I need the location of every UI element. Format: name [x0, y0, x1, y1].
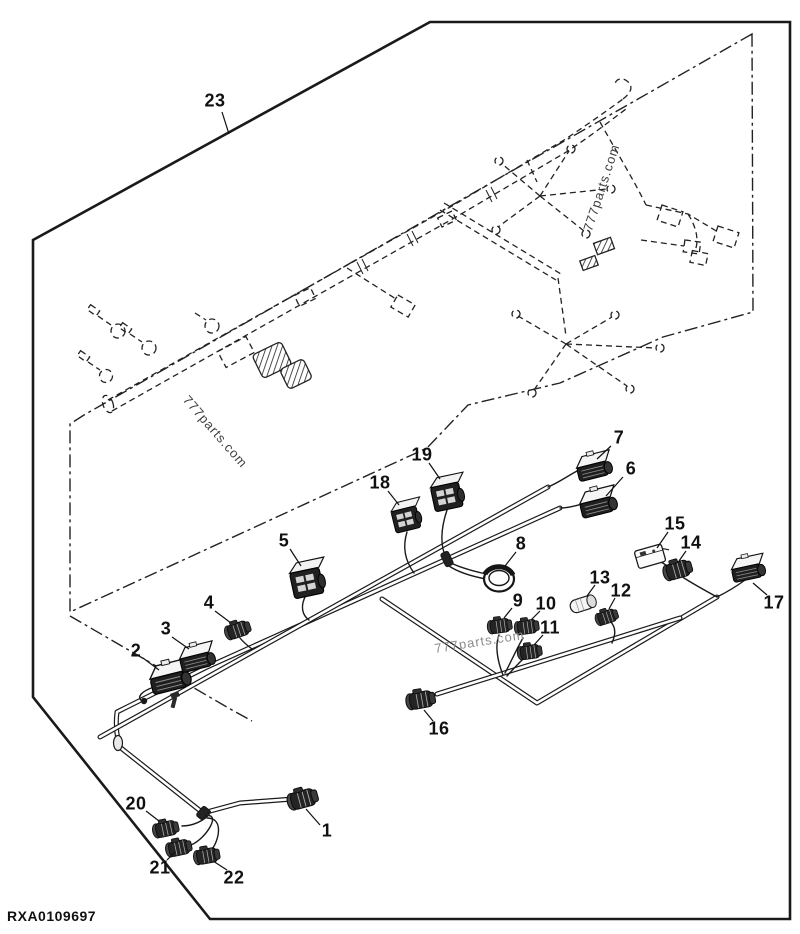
callout-10: 10 — [535, 593, 557, 614]
branch-star-2 — [511, 309, 665, 398]
cable-tie-ticks — [356, 186, 498, 275]
callout-9: 9 — [512, 590, 524, 611]
connector-19 — [428, 471, 471, 513]
callout-22: 22 — [223, 867, 245, 888]
junction-block — [216, 335, 256, 369]
connector-22 — [191, 843, 222, 866]
wire-9 — [496, 634, 504, 676]
connector-1 — [283, 783, 321, 812]
outer-border — [31, 20, 792, 921]
callout-11: 11 — [539, 617, 561, 638]
callout-5: 5 — [278, 530, 290, 551]
connector-21 — [163, 834, 194, 859]
callout-14: 14 — [680, 532, 702, 553]
branch-star-1 — [491, 144, 616, 239]
connector-13 — [568, 593, 599, 615]
wire-17 — [716, 579, 746, 598]
callout-1: 1 — [321, 820, 333, 841]
wire-4 — [239, 637, 253, 650]
drawing-number: RXA0109697 — [7, 908, 97, 924]
connector-17 — [728, 549, 769, 584]
callout-4: 4 — [203, 592, 215, 613]
wire-19 — [441, 509, 448, 559]
connector-12 — [592, 604, 621, 628]
connector-18 — [388, 496, 428, 534]
callout-8: 8 — [515, 533, 527, 554]
callout-23: 23 — [204, 90, 226, 111]
callout-17: 17 — [763, 592, 785, 613]
upper-harness-23 — [76, 78, 740, 414]
ring-fitting-icons — [76, 303, 220, 384]
junction-wrap — [440, 550, 454, 568]
callout-12: 12 — [610, 580, 632, 601]
phantom-panel-outline — [69, 32, 754, 722]
pigtail-22 — [206, 817, 220, 850]
wire-10 — [504, 637, 524, 674]
pigtail-21 — [190, 815, 214, 846]
connector-7 — [572, 446, 616, 483]
phantom-lower-bracket — [69, 615, 253, 722]
trunk-hook-end — [614, 78, 632, 100]
junction-wrap-2 — [196, 805, 210, 821]
connector-5 — [287, 556, 332, 600]
callout-20: 20 — [125, 793, 147, 814]
callout-leader-lines — [142, 111, 768, 871]
wire-18 — [404, 531, 415, 574]
callout-7: 7 — [613, 427, 625, 448]
screw-pin — [170, 691, 180, 709]
callout-18: 18 — [369, 472, 391, 493]
hatched-connector — [252, 342, 312, 389]
wire-2 — [138, 686, 155, 702]
wire-14 — [683, 577, 718, 598]
wire-12 — [609, 620, 616, 644]
callout-3: 3 — [160, 618, 172, 639]
callout-2: 2 — [130, 640, 142, 661]
callout-13: 13 — [589, 567, 611, 588]
trunk-tail-cap — [101, 394, 115, 414]
callout-6: 6 — [625, 458, 637, 479]
lower-harness-wires — [138, 470, 746, 850]
callout-16: 16 — [428, 718, 450, 739]
callout-21: 21 — [149, 857, 171, 878]
right-branches — [578, 121, 740, 272]
connector-16 — [403, 685, 437, 712]
harness-end-cap — [112, 734, 124, 752]
callout-19: 19 — [411, 444, 433, 465]
hatched-connector-small — [578, 236, 616, 272]
wire-5 — [301, 594, 310, 621]
connector-20 — [150, 815, 181, 840]
callout-15: 15 — [664, 513, 686, 534]
connector-8 — [482, 564, 516, 593]
